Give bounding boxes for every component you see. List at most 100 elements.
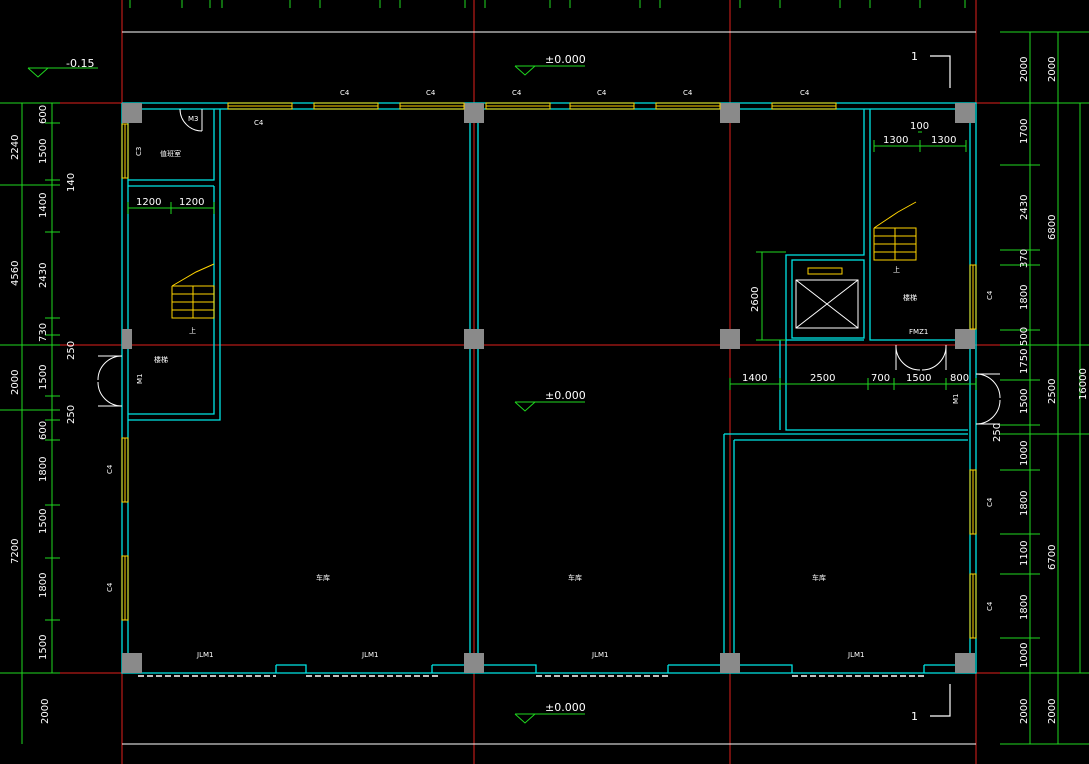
column — [720, 103, 740, 123]
dim-left-inner: 1500 — [38, 139, 49, 164]
doors — [97, 108, 1001, 425]
door-label-side: M1 — [136, 374, 144, 385]
dim-left-inner: 600 — [38, 105, 49, 124]
dim-right-inner: 1750 — [1019, 349, 1030, 374]
stair-up-label: 上 — [189, 326, 196, 335]
gate-label: JLM1 — [591, 651, 608, 659]
column — [464, 329, 484, 349]
level-bottom: ±0.000 — [545, 701, 586, 714]
column — [464, 103, 484, 123]
column — [720, 329, 740, 349]
window-label: C4 — [986, 290, 994, 300]
door-label-side: M1 — [952, 394, 960, 405]
gate-label: JLM1 — [847, 651, 864, 659]
window-label: C4 — [986, 497, 994, 507]
dim-right-inner: 1800 — [1019, 285, 1030, 310]
dim-left-inner: 600 — [38, 421, 49, 440]
window-label: C4 — [986, 601, 994, 611]
dim-stair-right: 1300 — [931, 135, 956, 146]
dim-right-inner: 1100 — [1019, 541, 1030, 566]
dim-left-inner: 140 — [66, 173, 77, 192]
columns — [122, 103, 975, 673]
dim-right-inner: 2000 — [1019, 57, 1030, 82]
room-label-office: 值班室 — [160, 149, 181, 158]
dim-right-inner: 2430 — [1019, 195, 1030, 220]
dim-stair-right-top: 100 — [910, 121, 929, 132]
dim-left-inner: 1800 — [38, 573, 49, 598]
dim-right-inner: 1800 — [1019, 491, 1030, 516]
extension-lines — [122, 31, 976, 745]
window-label: C4 — [800, 89, 810, 97]
dim-right-inner: 1000 — [1019, 643, 1030, 668]
column — [720, 653, 740, 673]
dim-stair-right: 1300 — [883, 135, 908, 146]
elevator — [795, 279, 859, 329]
column — [955, 103, 975, 123]
dim-left-inner: 250 — [66, 405, 77, 424]
level-top: ±0.000 — [545, 53, 586, 66]
dim-lobby: 700 — [871, 373, 890, 384]
dim-right-inner: 370 — [1019, 249, 1030, 268]
dim-lobby: 1500 — [906, 373, 931, 384]
dim-left-outer: 7200 — [10, 539, 21, 564]
level-outside: -0.15 — [66, 57, 94, 70]
door-label-m3: M3 — [188, 115, 199, 123]
dimension-lines — [0, 31, 1089, 745]
dim-left-outer: 2000 — [10, 370, 21, 395]
window-label: C4 — [597, 89, 607, 97]
windows — [121, 102, 977, 639]
dim-lobby: 800 — [950, 373, 969, 384]
window-label-office: C3 — [135, 147, 143, 156]
level-center: ±0.000 — [545, 389, 586, 402]
window-label: C4 — [106, 464, 114, 474]
section-mark-bottom: 1 — [911, 710, 918, 723]
window-label: C4 — [106, 582, 114, 592]
dim-left-inner: 1500 — [38, 635, 49, 660]
gate-label: JLM1 — [196, 651, 213, 659]
window-label: C4 — [340, 89, 350, 97]
dim-right-inner: 2000 — [1019, 699, 1030, 724]
dim-right-mid: 6800 — [1047, 215, 1058, 240]
dim-right-mid: 2000 — [1047, 699, 1058, 724]
dim-left-inner: 730 — [38, 323, 49, 342]
dim-right-inner: 1000 — [1019, 441, 1030, 466]
dim-left-outer: 4560 — [10, 261, 21, 286]
window-label: C4 — [512, 89, 522, 97]
dim-lobby: 1400 — [742, 373, 767, 384]
room-label-garage: 车库 — [812, 573, 826, 582]
top-ticks — [129, 0, 966, 8]
dim-right-inner: 1800 — [1019, 595, 1030, 620]
column — [122, 329, 132, 349]
dim-right-total: 16000 — [1078, 368, 1089, 400]
dim-right-inner: 250 — [992, 423, 1003, 442]
room-label-stair: 楼梯 — [903, 293, 917, 302]
dim-left-inner: 1800 — [38, 457, 49, 482]
dim-stair-left: 1200 — [179, 197, 204, 208]
column — [122, 653, 142, 673]
stairs — [171, 201, 917, 319]
door-label-fire: FMZ1 — [909, 328, 928, 336]
dim-lobby: 2500 — [810, 373, 835, 384]
dim-stair-left: 1200 — [136, 197, 161, 208]
dim-right-inner: 1500 — [1019, 389, 1030, 414]
dim-right-inner: 500 — [1019, 327, 1030, 346]
column — [955, 653, 975, 673]
window-label: C4 — [683, 89, 693, 97]
dim-elevator-height: 2600 — [750, 287, 761, 312]
dim-left-inner: 1400 — [38, 193, 49, 218]
window-label: C4 — [254, 119, 264, 127]
column — [464, 653, 484, 673]
room-label-stair: 楼梯 — [154, 355, 168, 364]
section-markers — [930, 55, 951, 717]
dim-right-mid: 2000 — [1047, 57, 1058, 82]
section-mark-top: 1 — [911, 50, 918, 63]
dim-left-inner: 1500 — [38, 365, 49, 390]
column — [122, 103, 142, 123]
dim-left-outer: 2000 — [40, 699, 51, 724]
level-markers — [27, 65, 585, 724]
gate-label: JLM1 — [361, 651, 378, 659]
window-label: C4 — [426, 89, 436, 97]
stair-up-label: 上 — [893, 265, 900, 274]
dim-left-outer: 2240 — [10, 135, 21, 160]
